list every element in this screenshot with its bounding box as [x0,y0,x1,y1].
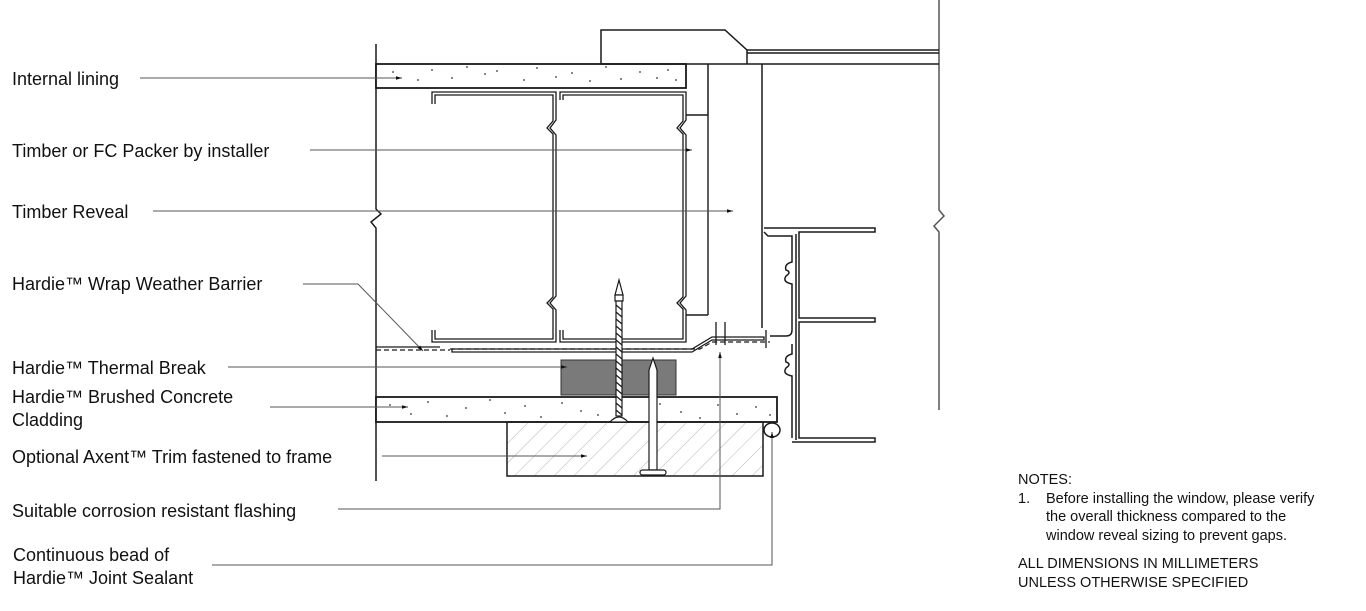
callout-timber-packer: Timber or FC Packer by installer [12,141,270,161]
note-line: the overall thickness compared to the [1046,509,1287,525]
note-number: 1. [1018,490,1031,507]
axent-trim [506,421,764,477]
note-item: 1. Before installing the window, please … [1018,490,1314,546]
units-note-line2: UNLESS OTHERWISE SPECIFIED [1018,574,1249,591]
callout-axent-trim: Optional Axent™ Trim fastened to frame [12,447,333,467]
internal-lining-board [375,63,687,89]
notes-block: NOTES: 1. Before installing the window, … [1018,471,1314,592]
callout-sealant-line1: Continuous bead of [13,545,170,565]
callout-flashing: Suitable corrosion resistant flashing [12,501,297,521]
units-note-line1: ALL DIMENSIONS IN MILLIMETERS [1018,556,1259,572]
note-line: Before installing the window, please ver… [1046,490,1315,507]
callout-timber-reveal: Timber Reveal [12,202,129,222]
callout-thermal-break: Hardie™ Thermal Break [12,358,206,378]
screw-fastener [608,277,630,423]
notes-heading: NOTES: [1018,472,1072,488]
callout-sealant-line2: Hardie™ Joint Sealant [13,568,194,588]
note-line: window reveal sizing to prevent gaps. [1046,527,1287,544]
window-frame-extrusion [763,227,876,443]
callout-internal-lining: Internal lining [12,69,120,89]
timber-reveal [686,115,709,316]
callout-cladding-line2: Cladding [12,410,84,430]
callout-cladding-line1: Hardie™ Brushed Concrete [12,387,234,407]
flashing [451,322,767,353]
nail-fastener [639,356,667,476]
wall-boundary-left [369,44,383,481]
wall-boundary-right [932,0,946,410]
cladding-board [375,396,778,423]
steel-studs [431,91,687,343]
window-head-frame [600,29,939,328]
callout-weather-barrier: Hardie™ Wrap Weather Barrier [12,274,263,294]
leader-lines [140,76,774,566]
